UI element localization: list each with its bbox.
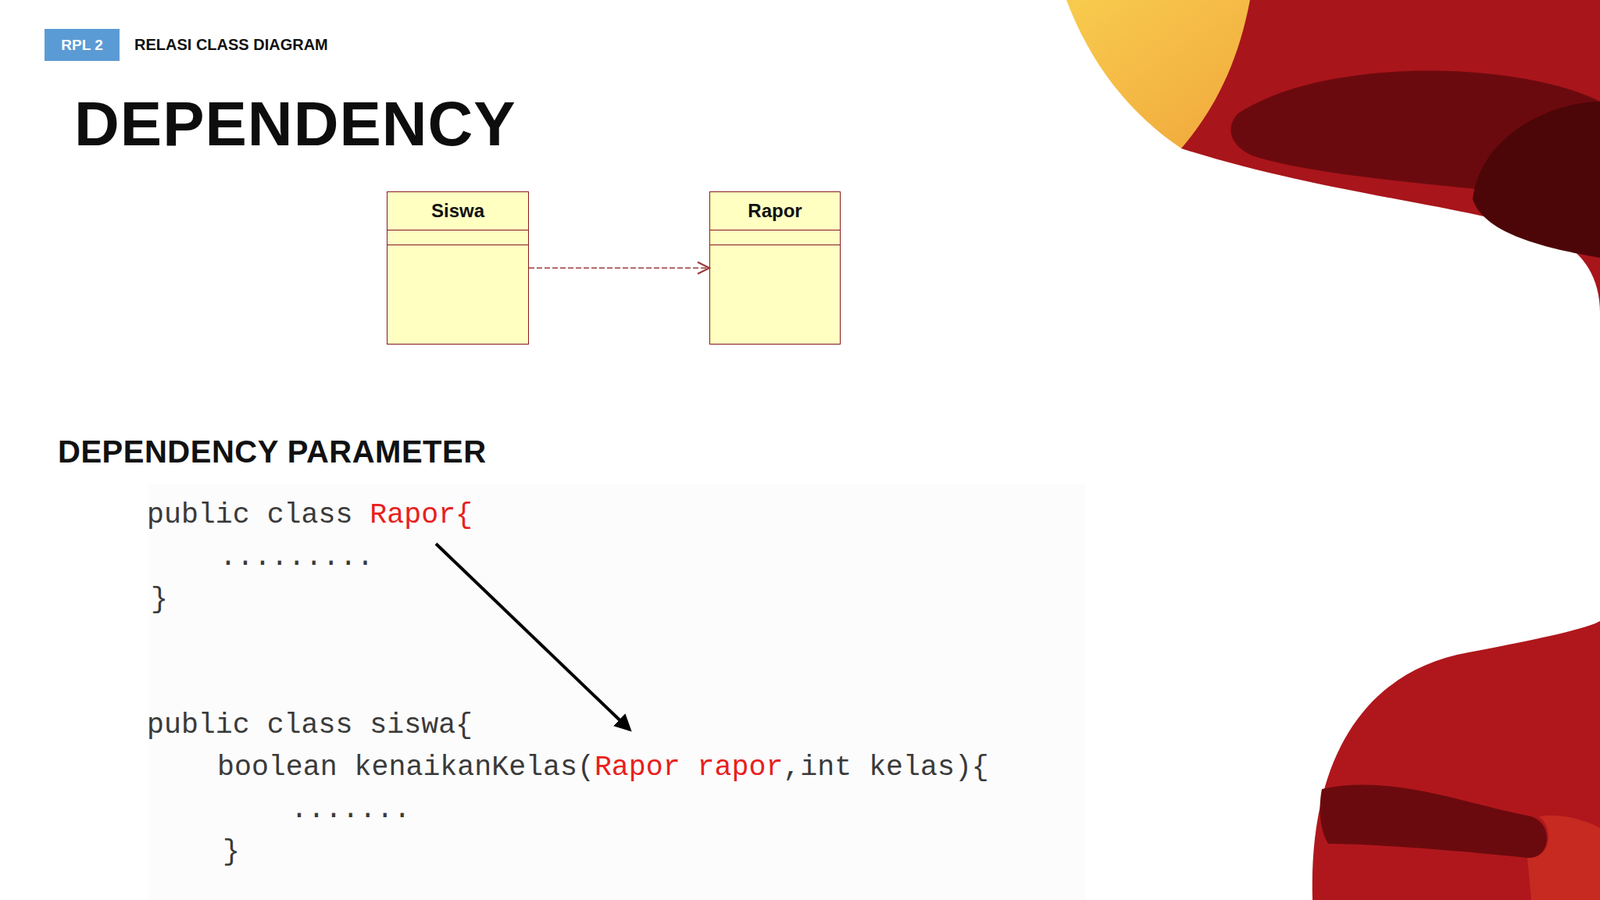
operation-compartment xyxy=(387,244,529,344)
red-blob-bottom xyxy=(1312,621,1600,900)
section-badge: RPL 2 xyxy=(60,36,104,54)
code-background xyxy=(148,484,1086,900)
code-line-row: public class siswa{ xyxy=(146,708,473,743)
pointer-arrow xyxy=(435,543,630,730)
class-name: Siswa xyxy=(431,200,485,222)
code-line-row: ......... xyxy=(219,540,375,575)
slide-title: DEPENDENCY xyxy=(74,89,517,160)
code-line-row: } xyxy=(222,835,240,870)
code-line: Rapor{ xyxy=(369,499,473,532)
class-name: Rapor xyxy=(747,200,802,222)
red-blob xyxy=(1181,0,1600,313)
darkest-red-blob xyxy=(1472,101,1600,258)
class-name-compartment: Siswa xyxy=(387,192,529,230)
code-line: public class xyxy=(146,499,353,532)
code-line: public class siswa{ xyxy=(146,709,473,742)
uml-class-box: Rapor xyxy=(709,191,841,345)
code-line: } xyxy=(150,583,168,616)
uml-class-box: Siswa xyxy=(386,191,529,345)
section-badge-row: RPL 2 xyxy=(44,28,120,61)
code-line: ....... xyxy=(290,793,411,826)
section-name-row: RELASI CLASS DIAGRAM xyxy=(134,35,329,54)
operation-compartment xyxy=(710,244,840,344)
code-line: Rapor rapor xyxy=(594,751,783,784)
subheading: DEPENDENCY PARAMETER xyxy=(57,434,487,469)
attribute-compartment xyxy=(387,229,529,245)
code-line: } xyxy=(222,835,240,868)
subheading-row: DEPENDENCY PARAMETER xyxy=(57,434,487,469)
code-line-row: } xyxy=(150,582,168,618)
dark-red-blob-bottom xyxy=(1320,785,1548,859)
code-line: boolean kenaikanKelas( xyxy=(217,751,595,784)
attribute-compartment xyxy=(710,229,840,245)
code-line-row: public class Rapor{ xyxy=(146,498,473,533)
code-line: ,int kelas){ xyxy=(782,751,989,784)
code-line-row: boolean kenaikanKelas(Rapor rapor,int ke… xyxy=(217,750,990,786)
code-line: ......... xyxy=(219,541,375,574)
code-line-row: ....... xyxy=(290,792,411,828)
dependency-arrow xyxy=(528,267,710,269)
section-name: RELASI CLASS DIAGRAM xyxy=(134,35,329,54)
class-name-compartment: Rapor xyxy=(710,192,840,230)
red-blob-corner xyxy=(1527,815,1600,900)
